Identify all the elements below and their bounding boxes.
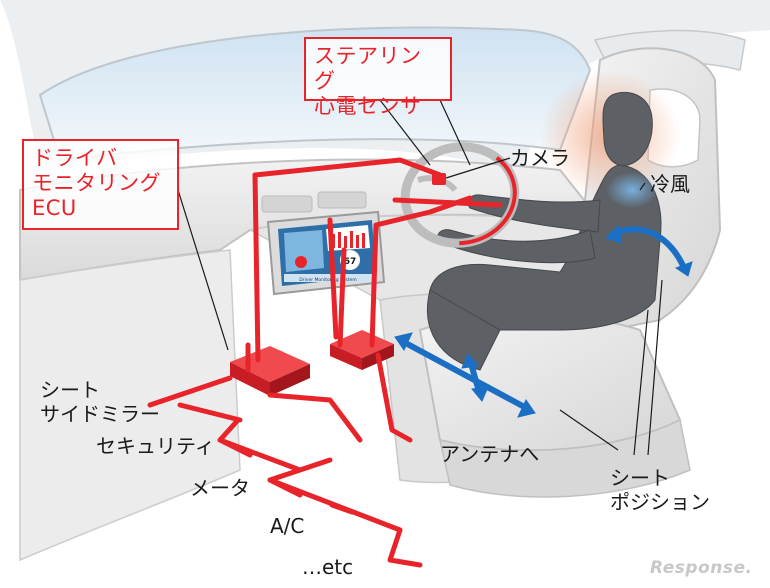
steering-wheel xyxy=(400,142,520,248)
camera-label: カメラ xyxy=(510,146,570,170)
screen-value: 67 xyxy=(344,257,357,267)
ecu-callout: ドライバ モニタリング ECU xyxy=(22,139,179,230)
leader-lines xyxy=(177,99,663,456)
response-logo: Response. xyxy=(650,558,753,578)
screen-caption: Driver Monitoring System xyxy=(299,277,357,283)
ac-label: A/C xyxy=(270,514,305,538)
seat-adjust-arrows xyxy=(394,225,693,418)
camera-icon xyxy=(432,173,446,185)
meter-label: メータ xyxy=(190,476,250,500)
security-label: セキュリティ xyxy=(96,434,215,458)
antenna-label: アンテナへ xyxy=(440,442,540,466)
cool-air-label: 冷風 xyxy=(650,172,690,196)
ecu-boxes xyxy=(230,330,394,396)
steering-sensor-callout: ステアリング 心電センサ xyxy=(304,37,452,118)
wiring-harness xyxy=(147,157,503,568)
center-display: 67 Driver Monitoring System xyxy=(266,210,386,296)
seat-mirror-label: シート サイドミラー xyxy=(40,378,160,426)
etc-label: …etc xyxy=(302,555,354,579)
cool-air-glow xyxy=(606,172,658,208)
seat-position-label: シート ポジション xyxy=(610,466,710,514)
